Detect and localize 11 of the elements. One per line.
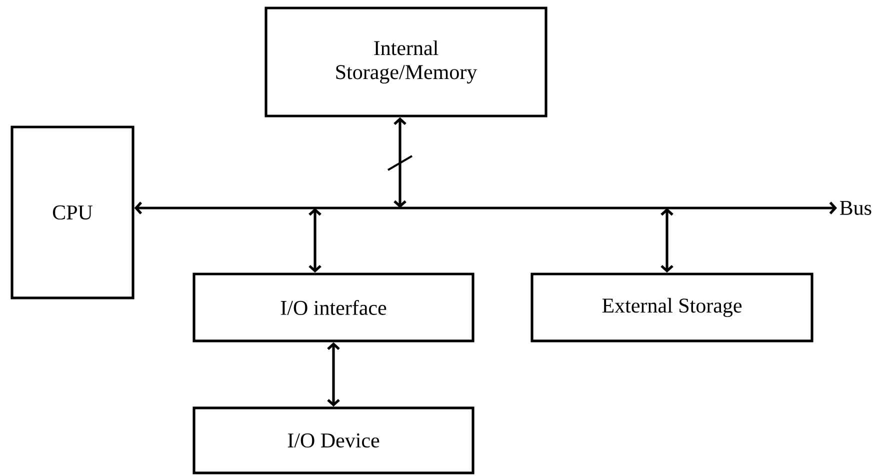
interface-box: I/O interface bbox=[192, 272, 474, 342]
arrow bbox=[327, 342, 340, 407]
memory-box: Internal Storage/Memory bbox=[264, 6, 548, 118]
cpu-box: CPU bbox=[10, 126, 134, 300]
arrow bbox=[134, 202, 837, 214]
bus-label: Bus bbox=[840, 201, 872, 215]
arrow bbox=[308, 208, 322, 273]
device-box: I/O Device bbox=[192, 406, 474, 474]
storage-box: External Storage bbox=[530, 272, 814, 342]
arrow bbox=[394, 117, 406, 208]
arrow bbox=[660, 208, 674, 273]
